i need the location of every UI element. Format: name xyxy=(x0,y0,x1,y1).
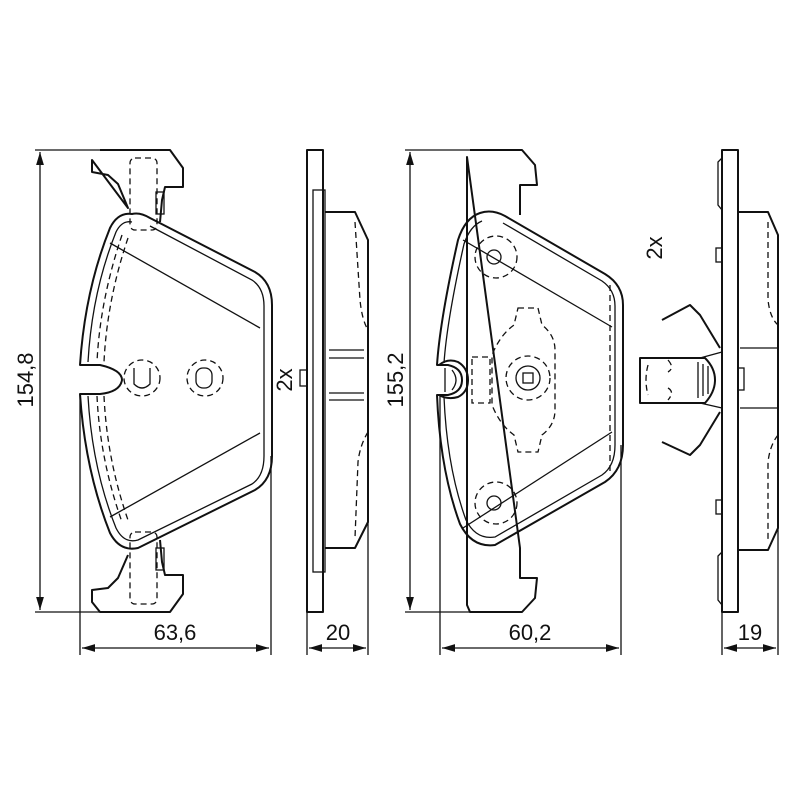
right-pad-hole-top xyxy=(474,235,518,279)
left-pad-chamfer-line-bottom xyxy=(109,432,261,518)
left-pad-chamfer-line-top xyxy=(109,242,261,329)
right-pad-side-view xyxy=(715,149,779,613)
left-pad-front-view xyxy=(79,149,273,613)
right-pad-chamfer-line-bottom xyxy=(462,431,613,529)
left-pad-quantity-label: 2x xyxy=(272,368,297,391)
right-pad-chamfer-line-top xyxy=(462,239,613,328)
right-pad-center-spring-mount xyxy=(505,355,551,401)
right-pad-backing-plate xyxy=(466,149,538,613)
left-pad-thickness-dimension: 20 xyxy=(326,620,350,645)
dimension-lines xyxy=(35,149,779,655)
left-pad-side-view xyxy=(299,149,369,613)
left-pad-backing-plate xyxy=(91,149,184,613)
left-pad-hole-1 xyxy=(123,359,161,397)
right-pad-quantity-label: 2x xyxy=(642,236,667,259)
anti-rattle-spring-clip xyxy=(639,304,723,456)
right-pad-thickness-dimension: 19 xyxy=(738,620,762,645)
right-pad-height-dimension: 155,2 xyxy=(383,352,408,407)
right-pad-friction-outline xyxy=(436,210,624,547)
left-pad-height-dimension: 154,8 xyxy=(13,352,38,407)
right-pad-front-view xyxy=(436,149,624,613)
right-pad-width-dimension: 60,2 xyxy=(509,620,552,645)
left-pad-friction-outline xyxy=(79,212,273,550)
left-pad-width-dimension: 63,6 xyxy=(154,620,197,645)
right-pad-hole-bottom xyxy=(474,481,518,525)
left-pad-hole-2 xyxy=(186,359,224,397)
